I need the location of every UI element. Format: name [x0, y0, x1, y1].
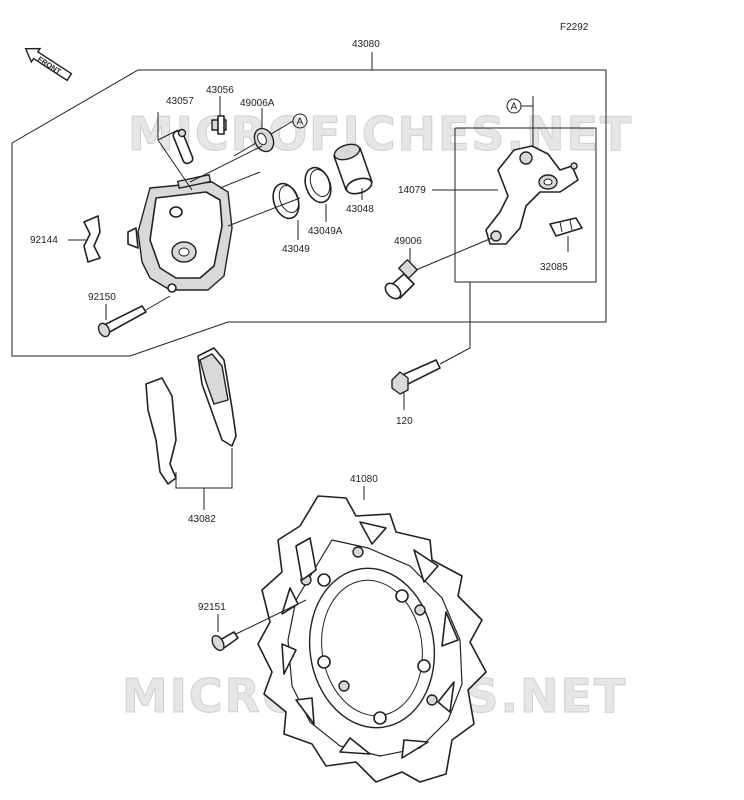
label-14079: 14079: [398, 185, 426, 196]
label-43082: 43082: [188, 514, 216, 525]
part-43049: [272, 182, 300, 220]
figure-code: F2292: [560, 22, 589, 33]
label-41080: 41080: [350, 474, 378, 485]
caliper-assembly-outline: [11, 69, 607, 357]
label-49006A: 49006A: [240, 98, 275, 109]
part-120-bolt: [391, 359, 441, 395]
part-43082-pad-right: [197, 347, 237, 447]
part-92150: [97, 305, 147, 338]
label-43049A: 43049A: [308, 226, 343, 237]
part-32085: [549, 217, 583, 237]
label-43056: 43056: [206, 85, 234, 96]
label-43048: 43048: [346, 204, 374, 215]
part-41080-brake-disc: [257, 495, 487, 783]
bolt-alignment-line: [439, 282, 471, 365]
svg-text:A: A: [511, 102, 518, 113]
part-43049A: [304, 166, 332, 204]
caliper-body: [127, 174, 233, 293]
part-43082-pad-left: [145, 377, 177, 485]
part-49006A: [253, 127, 275, 153]
front-label: FRONT: [36, 54, 63, 76]
part-92151-screw: [211, 631, 239, 652]
part-43056: [211, 115, 227, 135]
label-43057: 43057: [166, 96, 194, 107]
leader-43082: [175, 448, 233, 489]
label-32085: 32085: [540, 262, 568, 273]
watermark-top: MICROFICHES.NET: [128, 107, 633, 161]
callout-a-right: A: [506, 98, 522, 114]
part-43048: [333, 143, 373, 195]
part-92144: [83, 215, 101, 263]
bracket-subgroup-outline: [454, 127, 597, 283]
label-49006: 49006: [394, 236, 422, 247]
part-49006: [384, 259, 418, 300]
label-92150: 92150: [88, 292, 116, 303]
label-92151: 92151: [198, 602, 226, 613]
svg-text:A: A: [297, 117, 304, 128]
part-14079-bracket: [485, 145, 579, 245]
label-43049: 43049: [282, 244, 310, 255]
front-arrow-icon: FRONT: [24, 47, 73, 82]
label-43080: 43080: [352, 39, 380, 50]
label-120: 120: [396, 416, 413, 427]
label-92144: 92144: [30, 235, 58, 246]
